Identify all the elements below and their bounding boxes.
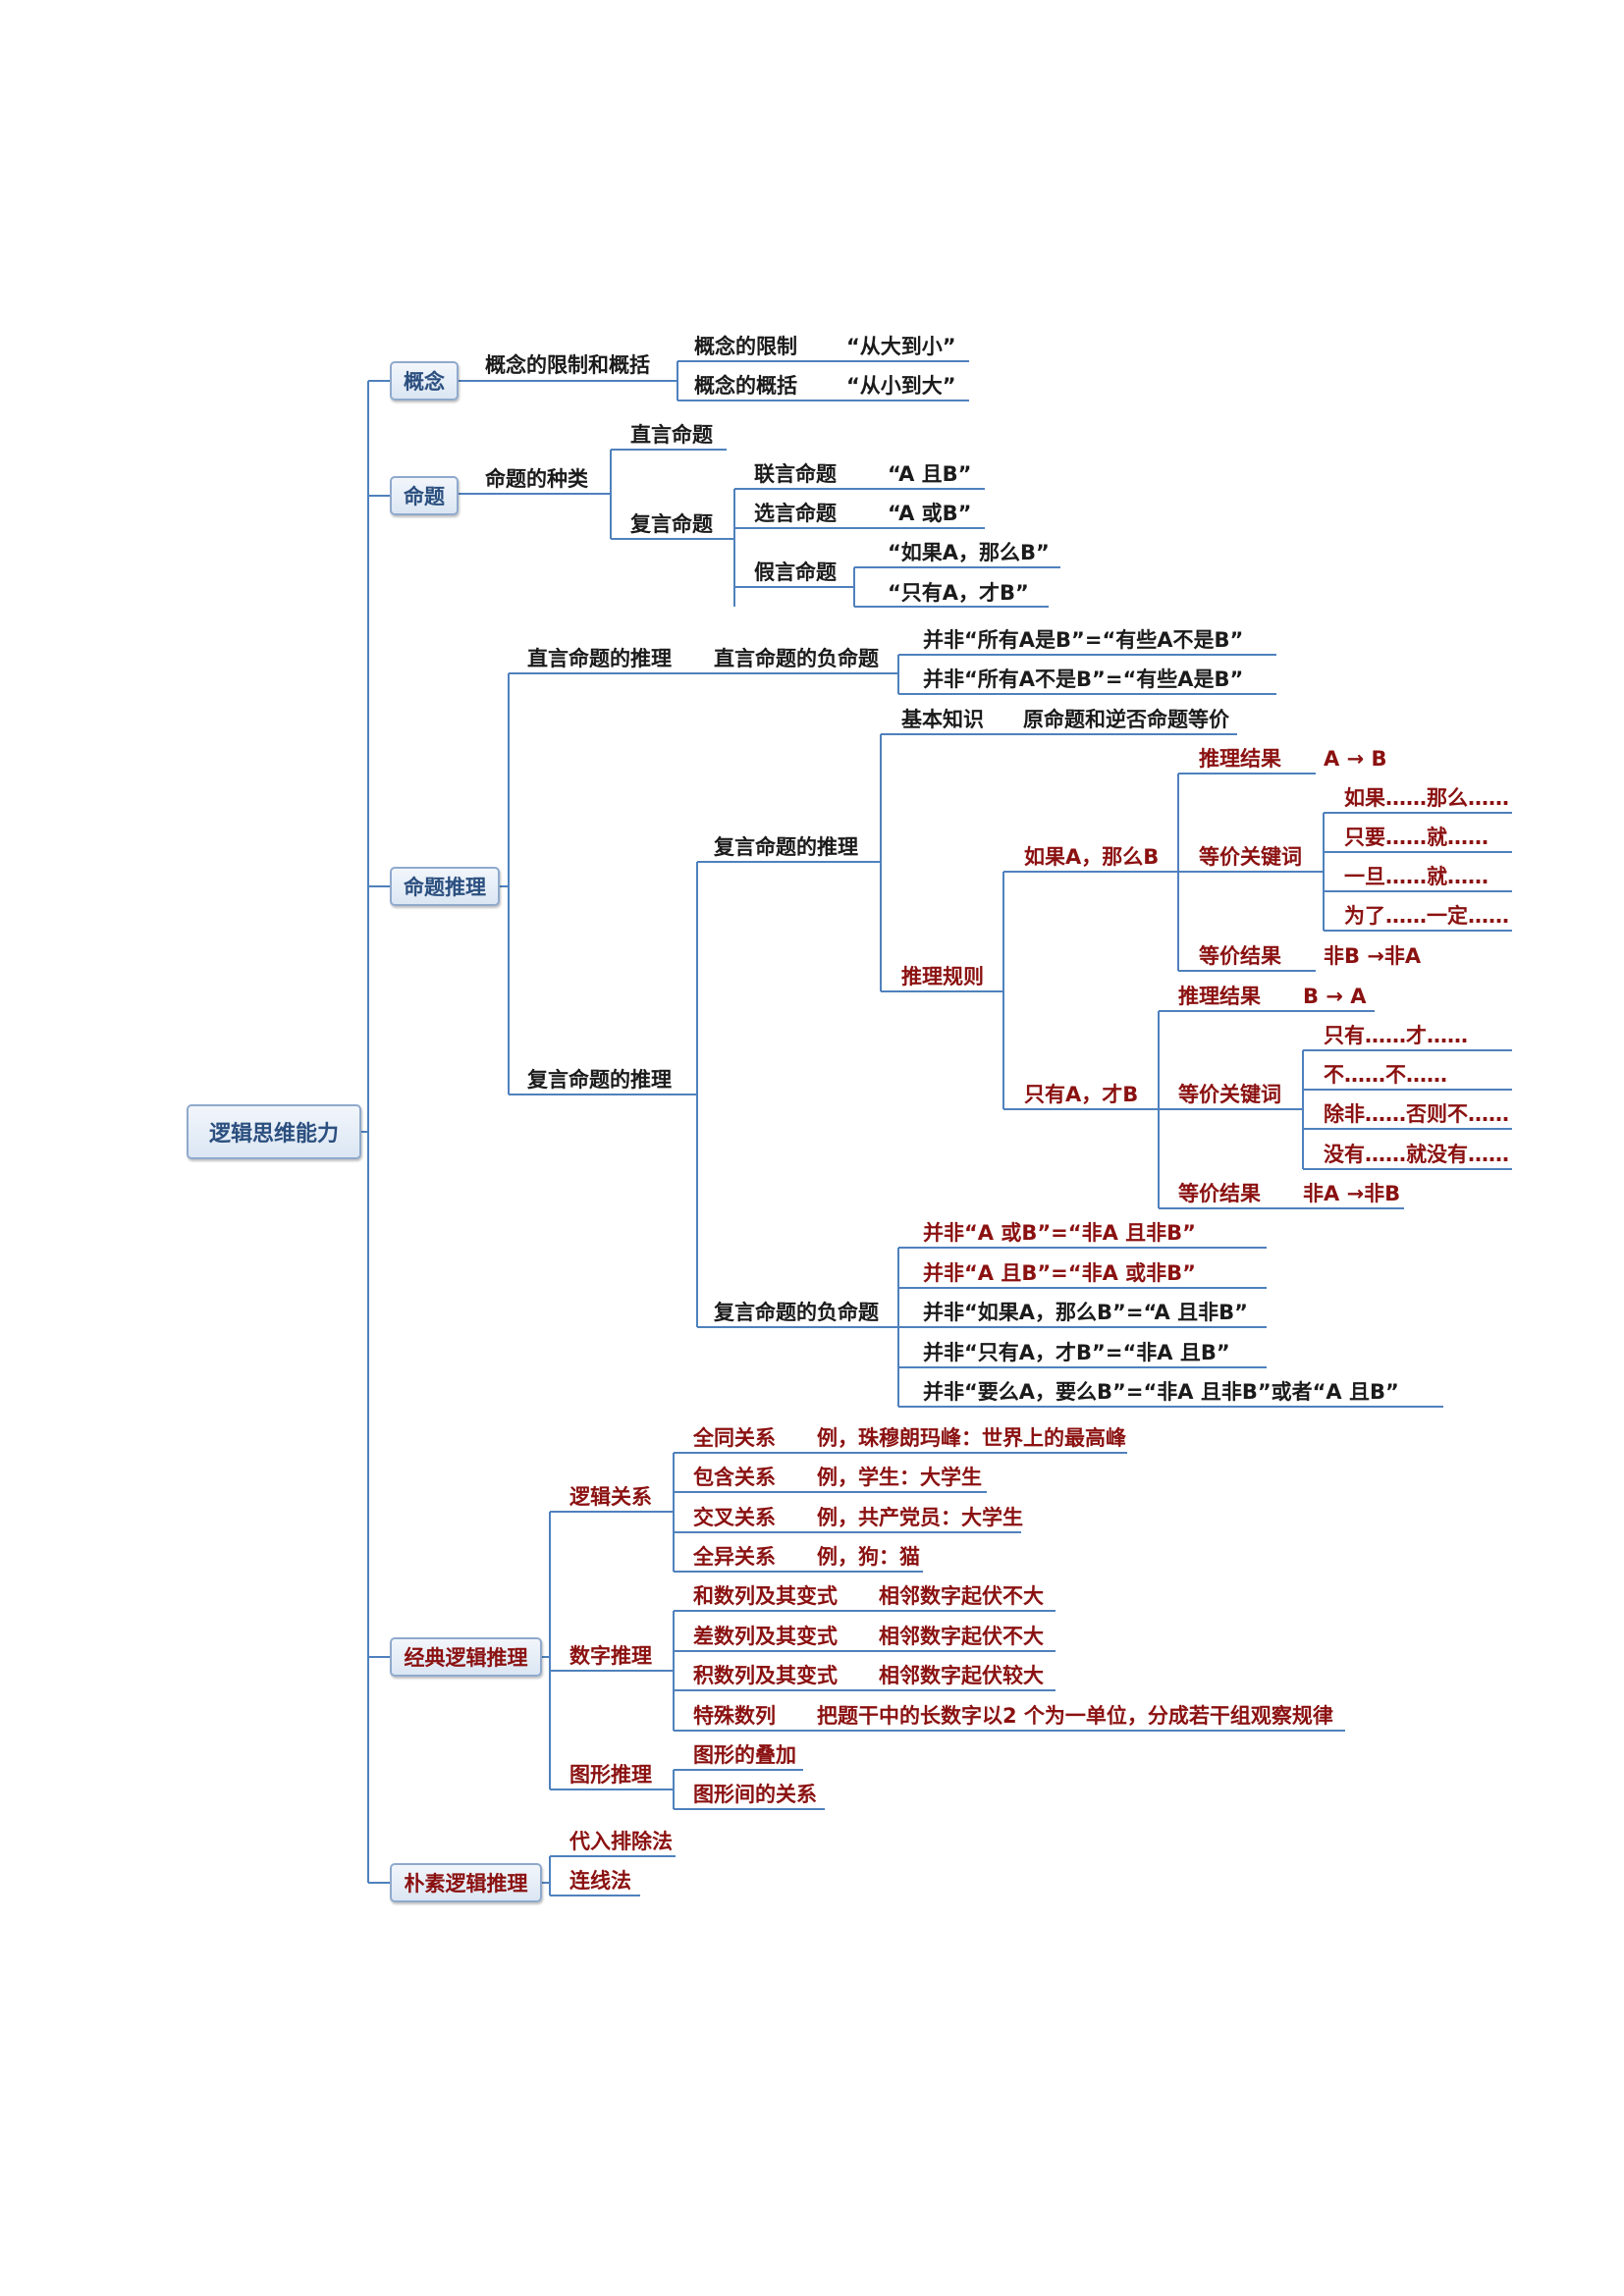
- branch-classic-logic[interactable]: 经典逻辑推理: [390, 1637, 542, 1677]
- node-concept-generalize[interactable]: 概念的概括: [694, 374, 797, 398]
- node-if-then[interactable]: 如果A，那么B: [1024, 845, 1160, 869]
- node-only-if-result[interactable]: 推理结果: [1178, 985, 1261, 1008]
- value-hypothetical-1: “如果A，那么B”: [888, 541, 1050, 564]
- if-then-keyword: 如果……那么……: [1344, 786, 1509, 810]
- compound-negation-item: 并非“如果A，那么B”=“A 且非B”: [923, 1301, 1248, 1324]
- sequence-value: 相邻数字起伏较大: [879, 1664, 1044, 1687]
- compound-negation-item: 并非“只有A，才B”=“非A 且B”: [923, 1341, 1230, 1364]
- naive-method[interactable]: 代入排除法: [569, 1830, 673, 1853]
- only-if-keyword: 除非……否则不……: [1324, 1102, 1509, 1126]
- value-concept-generalize: “从小到大”: [846, 374, 956, 398]
- node-figure-reasoning[interactable]: 图形推理: [569, 1763, 652, 1787]
- if-then-keyword: 为了……一定……: [1344, 904, 1509, 928]
- branch-concept[interactable]: 概念: [390, 361, 459, 400]
- node-hypothetical[interactable]: 假言命题: [754, 561, 837, 584]
- sequence-value: 相邻数字起伏不大: [879, 1584, 1044, 1608]
- relation-value: 例，共产党员：大学生: [817, 1506, 1023, 1529]
- branch-proposition[interactable]: 命题: [390, 476, 459, 515]
- value-if-then-equivalent: 非B →非A: [1324, 944, 1422, 968]
- compound-negation-item: 并非“A 且B”=“非A 或非B”: [923, 1261, 1196, 1285]
- node-disjunctive[interactable]: 选言命题: [754, 502, 837, 525]
- branch-proposition-inference[interactable]: 命题推理: [390, 867, 500, 906]
- value-basic-knowledge: 原命题和逆否命题等价: [1023, 708, 1229, 731]
- relation-key[interactable]: 包含关系: [693, 1466, 776, 1489]
- node-number-reasoning[interactable]: 数字推理: [569, 1644, 652, 1668]
- relation-key[interactable]: 全异关系: [693, 1545, 776, 1569]
- relation-key[interactable]: 全同关系: [693, 1426, 776, 1450]
- node-logical-relations[interactable]: 逻辑关系: [569, 1485, 652, 1509]
- compound-negation-item: 并非“A 或B”=“非A 且非B”: [923, 1221, 1196, 1245]
- node-compound-prop[interactable]: 复言命题: [630, 512, 713, 536]
- node-concept-limit[interactable]: 概念的限制: [694, 335, 797, 358]
- sequence-key[interactable]: 和数列及其变式: [693, 1584, 838, 1608]
- sequence-value: 把题干中的长数字以2 个为一单位，分成若干组观察规律: [817, 1704, 1333, 1728]
- value-if-then-result: A → B: [1324, 747, 1387, 771]
- sequence-value: 相邻数字起伏不大: [879, 1625, 1044, 1648]
- root-node[interactable]: 逻辑思维能力: [187, 1104, 361, 1159]
- only-if-keyword: 不……不……: [1324, 1063, 1447, 1087]
- value-conjunctive: “A 且B”: [888, 462, 972, 486]
- value-only-if-result: B → A: [1303, 985, 1367, 1008]
- figure-item[interactable]: 图形间的关系: [693, 1783, 817, 1806]
- node-conjunctive[interactable]: 联言命题: [754, 462, 837, 486]
- node-only-if-equivalent[interactable]: 等价结果: [1178, 1182, 1261, 1205]
- value-categorical-negation-2: 并非“所有A不是B”=“有些A是B”: [923, 667, 1244, 691]
- node-only-if-keywords[interactable]: 等价关键词: [1178, 1083, 1281, 1106]
- sequence-key[interactable]: 差数列及其变式: [693, 1625, 838, 1648]
- if-then-keyword: 只要……就……: [1344, 826, 1489, 849]
- node-inference-rules[interactable]: 推理规则: [901, 965, 984, 988]
- node-proposition-types[interactable]: 命题的种类: [485, 467, 588, 491]
- node-concept-limit-generalize[interactable]: 概念的限制和概括: [485, 353, 650, 377]
- node-categorical-inference[interactable]: 直言命题的推理: [527, 647, 672, 670]
- node-if-then-keywords[interactable]: 等价关键词: [1199, 845, 1302, 869]
- relation-value: 例，狗：猫: [817, 1545, 920, 1569]
- node-compound-inference-2[interactable]: 复言命题的推理: [714, 835, 858, 859]
- naive-method[interactable]: 连线法: [569, 1869, 631, 1893]
- relation-value: 例，珠穆朗玛峰：世界上的最高峰: [817, 1426, 1126, 1450]
- compound-negation-item: 并非“要么A，要么B”=“非A 且非B”或者“A 且B”: [923, 1380, 1399, 1404]
- node-categorical-negation[interactable]: 直言命题的负命题: [714, 647, 879, 670]
- relation-value: 例，学生：大学生: [817, 1466, 982, 1489]
- node-compound-negation[interactable]: 复言命题的负命题: [714, 1301, 879, 1324]
- node-categorical-prop[interactable]: 直言命题: [630, 423, 713, 447]
- if-then-keyword: 一旦……就……: [1344, 865, 1489, 888]
- value-hypothetical-2: “只有A，才B”: [888, 581, 1029, 605]
- only-if-keyword: 没有……就没有……: [1324, 1143, 1509, 1166]
- node-compound-inference[interactable]: 复言命题的推理: [527, 1068, 672, 1092]
- node-only-if[interactable]: 只有A，才B: [1024, 1083, 1139, 1106]
- branch-naive-logic[interactable]: 朴素逻辑推理: [390, 1863, 542, 1902]
- sequence-key[interactable]: 特殊数列: [693, 1704, 776, 1728]
- node-basic-knowledge[interactable]: 基本知识: [901, 708, 984, 731]
- only-if-keyword: 只有……才……: [1324, 1024, 1468, 1047]
- value-disjunctive: “A 或B”: [888, 502, 972, 525]
- value-categorical-negation-1: 并非“所有A是B”=“有些A不是B”: [923, 628, 1244, 652]
- figure-item[interactable]: 图形的叠加: [693, 1743, 796, 1767]
- node-if-then-result[interactable]: 推理结果: [1199, 747, 1281, 771]
- node-if-then-equivalent[interactable]: 等价结果: [1199, 944, 1281, 968]
- relation-key[interactable]: 交叉关系: [693, 1506, 776, 1529]
- sequence-key[interactable]: 积数列及其变式: [693, 1664, 838, 1687]
- value-only-if-equivalent: 非A →非B: [1303, 1182, 1401, 1205]
- value-concept-limit: “从大到小”: [846, 335, 956, 358]
